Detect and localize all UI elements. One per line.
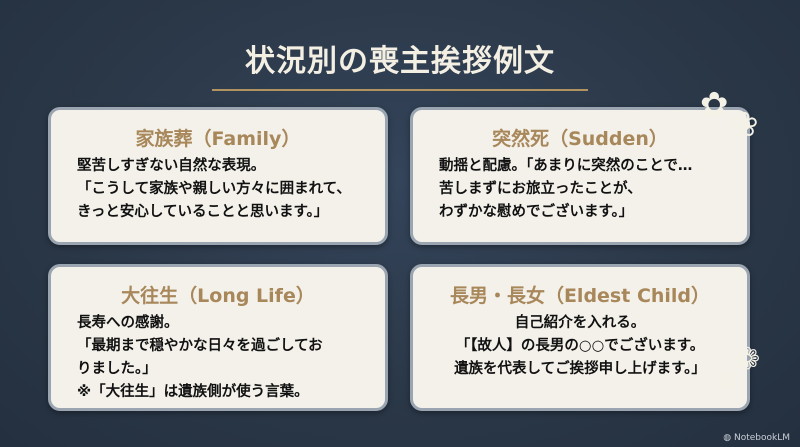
card-heading: 長男・長女（Eldest Child） bbox=[449, 285, 711, 307]
card-line: りました。」 bbox=[77, 361, 157, 377]
slide-title: 状況別の喪主挨拶例文 bbox=[245, 44, 555, 79]
card-line: 「こうして家族や親しい方々に囲まれて、 bbox=[77, 181, 351, 197]
notebooklm-logo-icon: ◍ bbox=[723, 433, 734, 443]
chrysanthemum-icon: ❁ bbox=[735, 342, 761, 377]
card-line: 遺族を代表してご挨拶申し上げます。」 bbox=[454, 361, 706, 377]
card-body: 自己紹介を入れる。 「【故人】の長男の○○でございます。 遺族を代表してご挨拶申… bbox=[413, 308, 747, 381]
title-divider bbox=[212, 89, 588, 91]
card-line: 動揺と配慮。「あまりに突然のことで… bbox=[439, 158, 693, 174]
card-line: ※「大往生」は遺族側が使う言葉。 bbox=[77, 384, 309, 400]
card-body: 長寿への感謝。 「最期まで穏やかな日々を過ごしてお りました。」 ※「大往生」は… bbox=[51, 308, 385, 404]
card-line: 苦しまずにお旅立ったことが、 bbox=[439, 181, 642, 197]
card-line: 堅苦しすぎない自然な表現。 bbox=[77, 158, 266, 174]
card-body: 動揺と配慮。「あまりに突然のことで… 苦しまずにお旅立ったことが、 わずかな慰め… bbox=[413, 151, 747, 224]
card-heading: 家族葬（Family） bbox=[135, 128, 301, 150]
lily-flower-icon: ✿ bbox=[700, 85, 729, 125]
lily-flower-icon: ❀ bbox=[730, 105, 759, 145]
card-sudden: 突然死（Sudden） 動揺と配慮。「あまりに突然のことで… 苦しまずにお旅立っ… bbox=[410, 107, 750, 245]
card-family: 家族葬（Family） 堅苦しすぎない自然な表現。 「こうして家族や親しい方々に… bbox=[48, 107, 388, 245]
chrysanthemum-icon: ❁ bbox=[718, 368, 739, 396]
card-line: 長寿への感謝。 bbox=[77, 315, 179, 331]
card-long-life: 大往生（Long Life） 長寿への感謝。 「最期まで穏やかな日々を過ごしてお… bbox=[48, 264, 388, 411]
watermark-text: NotebookLM bbox=[733, 433, 790, 443]
card-heading: 大往生（Long Life） bbox=[121, 285, 315, 307]
card-line: 「最期まで穏やかな日々を過ごしてお bbox=[77, 338, 323, 354]
notebooklm-watermark: ◍ NotebookLM bbox=[723, 433, 790, 443]
card-line: 自己紹介を入れる。 bbox=[514, 315, 646, 331]
card-eldest-child: 長男・長女（Eldest Child） 自己紹介を入れる。 「【故人】の長男の○… bbox=[410, 264, 750, 411]
card-line: わずかな慰めでございます。」 bbox=[439, 204, 634, 220]
card-line: きっと安心していることと思います。」 bbox=[77, 204, 329, 220]
card-heading: 突然死（Sudden） bbox=[492, 128, 668, 150]
card-body: 堅苦しすぎない自然な表現。 「こうして家族や親しい方々に囲まれて、 きっと安心し… bbox=[51, 151, 385, 224]
card-line: 「【故人】の長男の○○でございます。 bbox=[455, 338, 705, 354]
